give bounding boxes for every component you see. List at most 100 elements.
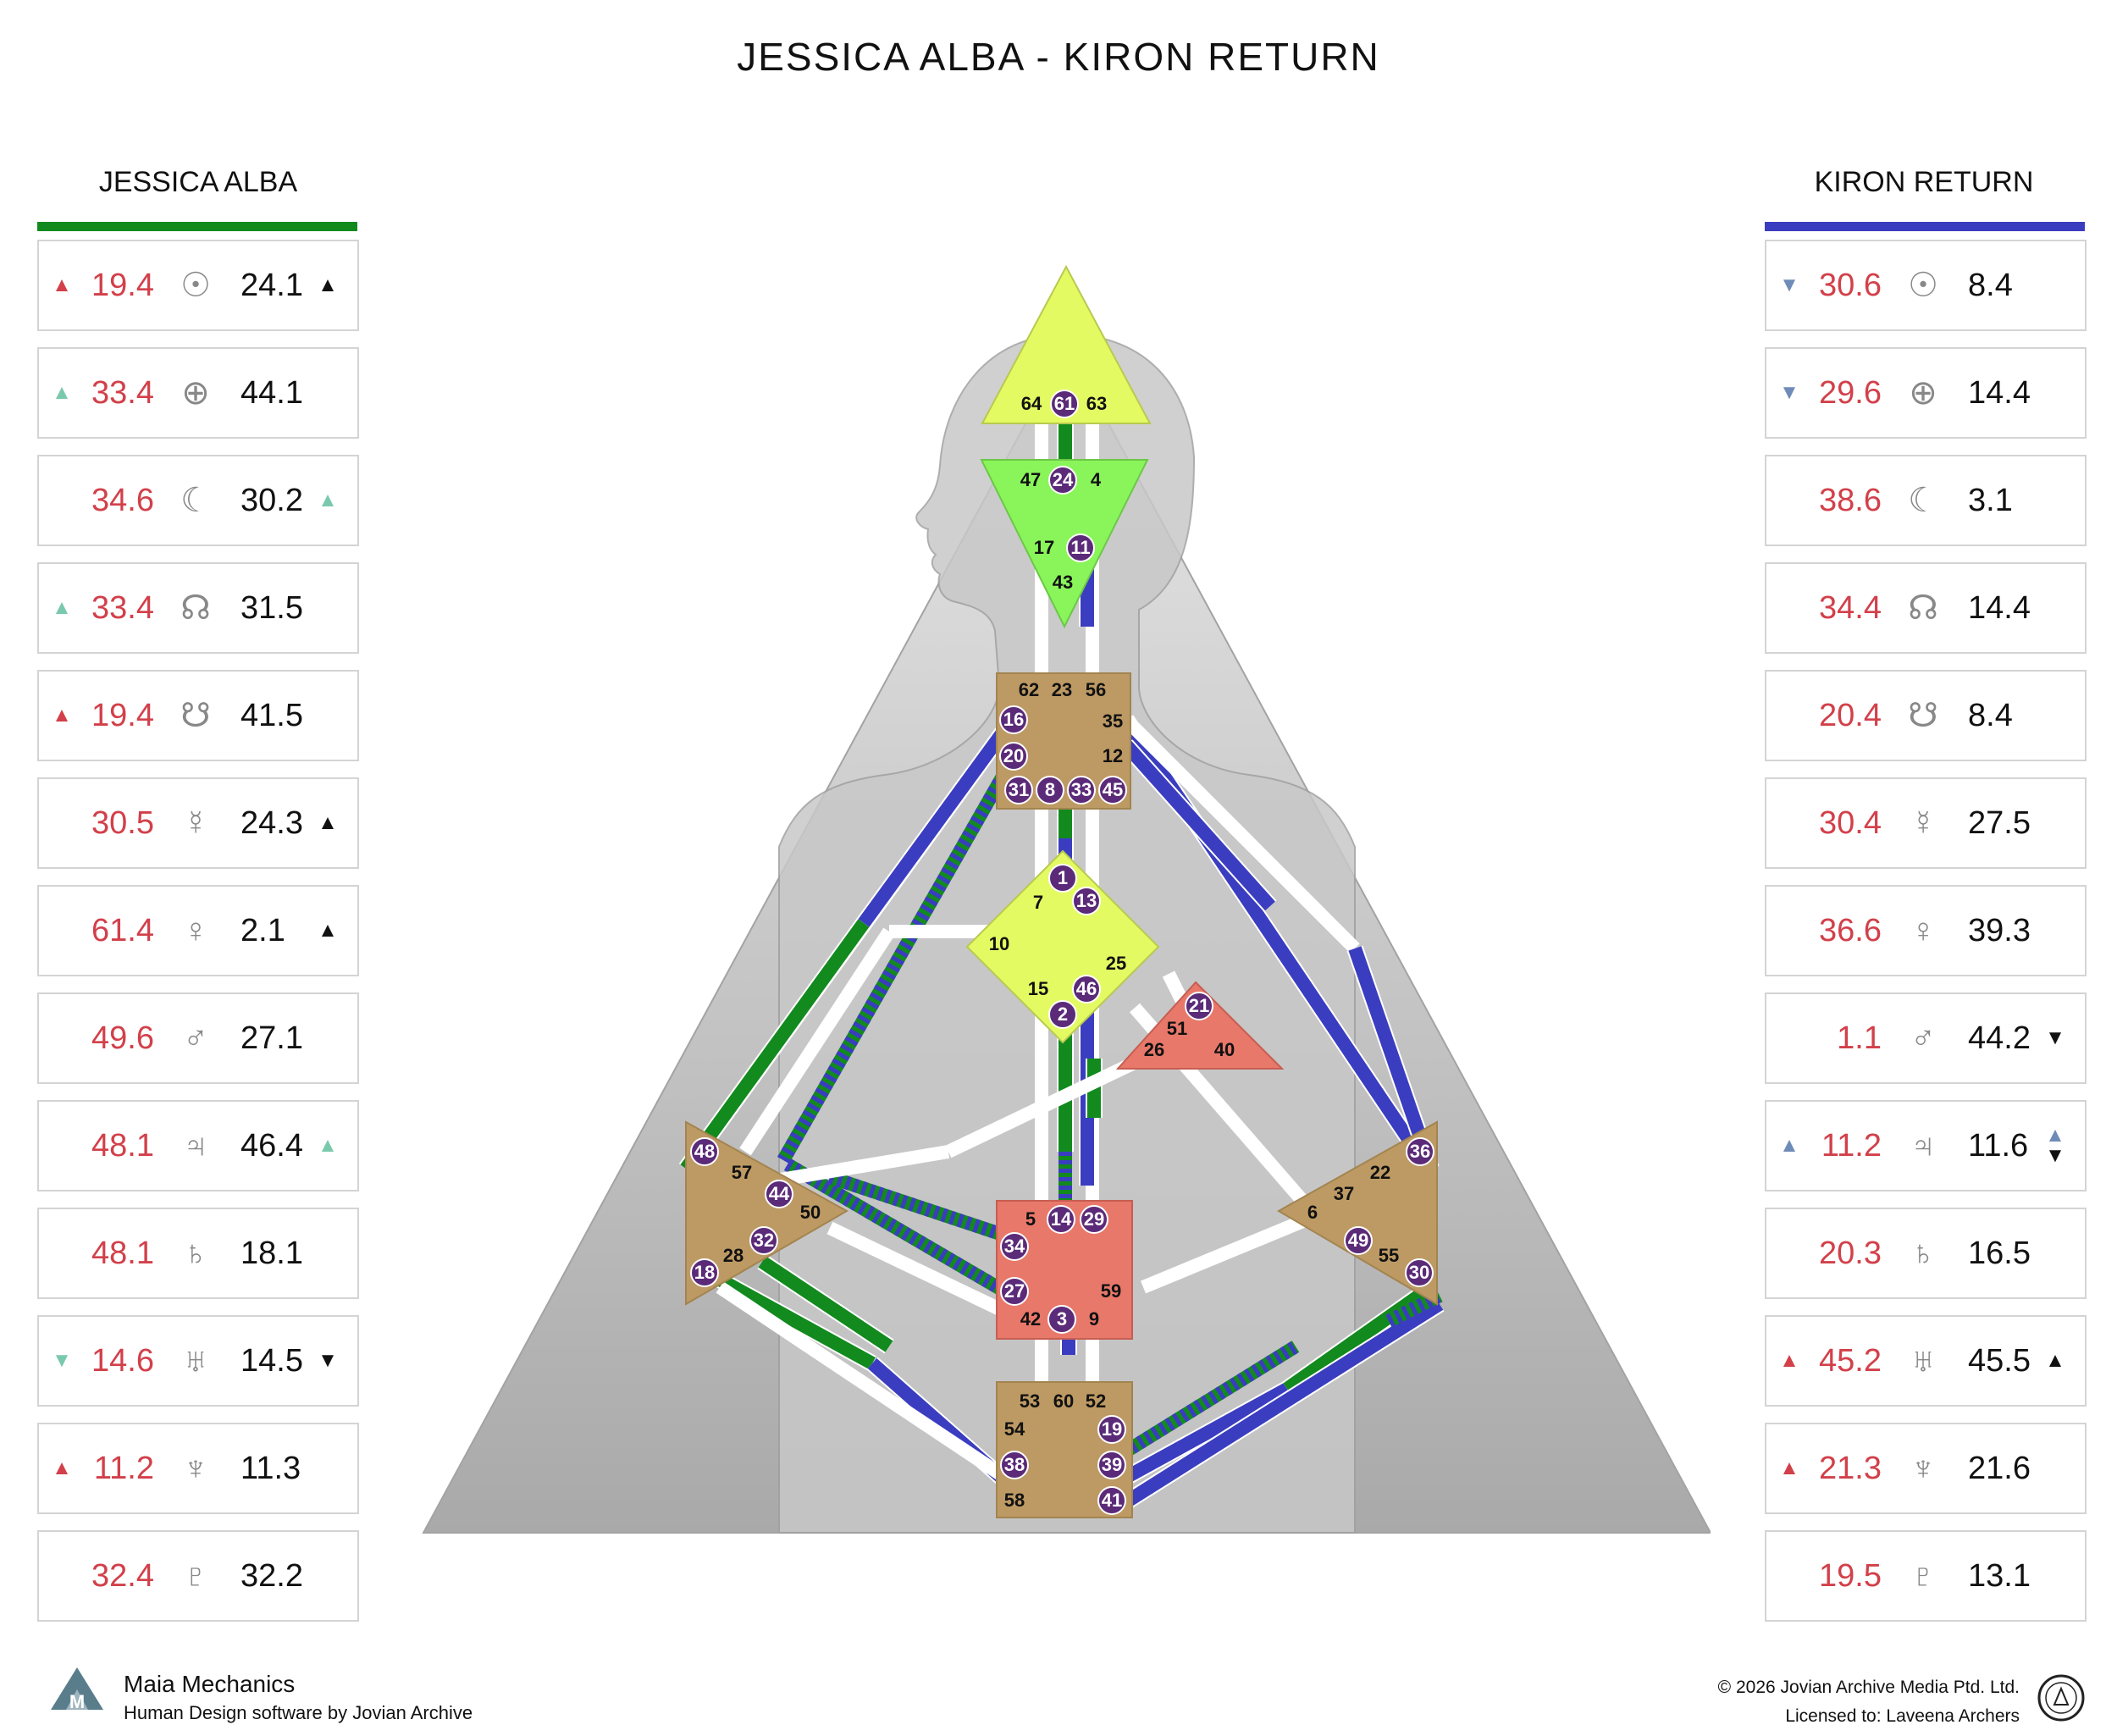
design-arrow-icon: [1775, 994, 1804, 1082]
gate-number: 3: [1057, 1308, 1067, 1330]
personality-arrow-icon: [2041, 564, 2070, 652]
jovian-seal-icon: [2037, 1674, 2085, 1722]
design-arrow-icon: ▲: [52, 274, 72, 296]
gate-number: 27: [1004, 1280, 1025, 1302]
personality-value: 8.4: [1968, 268, 2013, 303]
gate-badge: [1097, 1486, 1126, 1515]
gate-number: 55: [1379, 1245, 1399, 1266]
gate-number: 52: [1086, 1390, 1106, 1412]
gate-number: 32: [754, 1230, 774, 1251]
design-arrow-icon: ▼: [1779, 381, 1799, 404]
venus-icon: ♀: [1910, 912, 1936, 949]
personality-arrow-icon: [313, 564, 342, 652]
jupiter-icon: ♃: [183, 1127, 208, 1164]
south-node-icon: ☋: [1908, 697, 1938, 734]
channel-right-chart: [1121, 740, 1275, 911]
left-column-row: ▲33.4☊31.5: [37, 562, 359, 654]
gate-number: 8: [1045, 779, 1055, 800]
design-value: 48.1: [91, 1128, 154, 1164]
earth-icon: ⊕: [1909, 374, 1937, 412]
sun-icon: ☉: [1908, 267, 1938, 304]
right-column-row: ▼29.6⊕14.4: [1765, 347, 2087, 439]
design-value: 30.4: [1819, 805, 1882, 841]
gate-badge: [1080, 1205, 1108, 1234]
mercury-icon: ☿: [183, 804, 208, 842]
left-column-row: 30.5☿24.3▲: [37, 777, 359, 869]
saturn-icon: ♄: [183, 1235, 208, 1272]
personality-value: 14.5: [240, 1343, 303, 1379]
uranus-icon: ♅: [183, 1342, 208, 1379]
personality-value: 32.2: [240, 1558, 303, 1594]
left-column-row: ▲11.2♆11.3: [37, 1423, 359, 1514]
design-arrow-icon: ▲: [1779, 1457, 1799, 1479]
gate-number: 31: [1009, 779, 1029, 800]
gate-number: 51: [1167, 1018, 1187, 1039]
personality-arrow-icon: [2041, 349, 2070, 437]
neptune-icon: ♆: [1910, 1450, 1936, 1487]
personality-value: 8.4: [1968, 698, 2013, 733]
channel-inactive: [716, 1281, 1029, 1496]
gate-badge: [999, 705, 1028, 734]
gate-number: 61: [1054, 393, 1075, 414]
gate-badge: [1048, 864, 1077, 893]
left-column-accent-bar: [37, 222, 357, 231]
channel-inactive: [1121, 715, 1360, 954]
personality-value: 13.1: [1968, 1558, 2031, 1594]
gate-number: 21: [1189, 995, 1209, 1016]
gate-number: 13: [1076, 890, 1097, 911]
jupiter-icon: ♃: [1910, 1127, 1936, 1164]
gate-badge: [1067, 776, 1096, 804]
left-column-row: ▲33.4⊕44.1: [37, 347, 359, 439]
brand-name: Maia Mechanics: [124, 1671, 296, 1697]
personality-arrow-icon: [2041, 1532, 2070, 1620]
gate-number: 45: [1103, 779, 1123, 800]
design-arrow-icon: [47, 887, 76, 975]
earth-icon: ⊕: [181, 374, 210, 412]
uranus-icon: ♅: [1910, 1342, 1936, 1379]
personality-arrow-icon: [313, 672, 342, 760]
gate-number: 15: [1028, 978, 1048, 999]
gate-number: 46: [1076, 978, 1097, 999]
gate-number: 30: [1409, 1262, 1429, 1283]
personality-arrow-icon: [2041, 672, 2070, 760]
gate-number: 33: [1071, 779, 1092, 800]
personality-arrow-icon: ▲: [2045, 1349, 2065, 1372]
left-column-row: 61.4♀2.1▲: [37, 885, 359, 976]
gate-number: 14: [1051, 1208, 1072, 1230]
design-arrow-icon: [47, 1209, 76, 1297]
personality-arrow-icon: [313, 1532, 342, 1620]
personality-value: 39.3: [1968, 913, 2031, 948]
mars-icon: ♂: [183, 1020, 208, 1057]
channel-left-chart: [680, 919, 870, 1173]
gate-number: 1: [1058, 867, 1068, 888]
design-arrow-icon: [47, 1102, 76, 1190]
gate-number: 48: [694, 1141, 715, 1162]
personality-value: 18.1: [240, 1236, 303, 1271]
gate-number: 49: [1348, 1230, 1368, 1251]
gate-badge: [1036, 776, 1064, 804]
spleen-center: [685, 1120, 849, 1306]
personality-value: 16.5: [1968, 1236, 2031, 1271]
gate-badge: [1050, 390, 1079, 418]
right-column-row: 20.4☋8.4: [1765, 670, 2087, 761]
personality-value: 21.6: [1968, 1451, 2031, 1486]
left-column-row: 49.6♂27.1: [37, 992, 359, 1084]
g-center: [965, 849, 1160, 1044]
channel-both-charts-stripe: [783, 1158, 1016, 1302]
svg-text:M: M: [69, 1691, 85, 1712]
venus-icon: ♀: [183, 912, 208, 949]
design-value: 21.3: [1819, 1451, 1882, 1486]
gate-number: 40: [1214, 1039, 1235, 1060]
gate-badge: [1066, 534, 1095, 562]
gate-number: 59: [1101, 1280, 1121, 1302]
gate-badge: [1406, 1137, 1434, 1166]
personality-value: 45.5: [1968, 1343, 2031, 1379]
gate-badge: [1048, 466, 1077, 495]
gate-badge: [1000, 1451, 1029, 1479]
south-node-icon: ☋: [180, 697, 211, 734]
brand-tagline: Human Design software by Jovian Archive: [124, 1702, 473, 1723]
design-arrow-icon: ▲: [52, 704, 72, 727]
page-title: JESSICA ALBA - KIRON RETURN: [737, 35, 1380, 79]
design-value: 36.6: [1819, 913, 1882, 948]
